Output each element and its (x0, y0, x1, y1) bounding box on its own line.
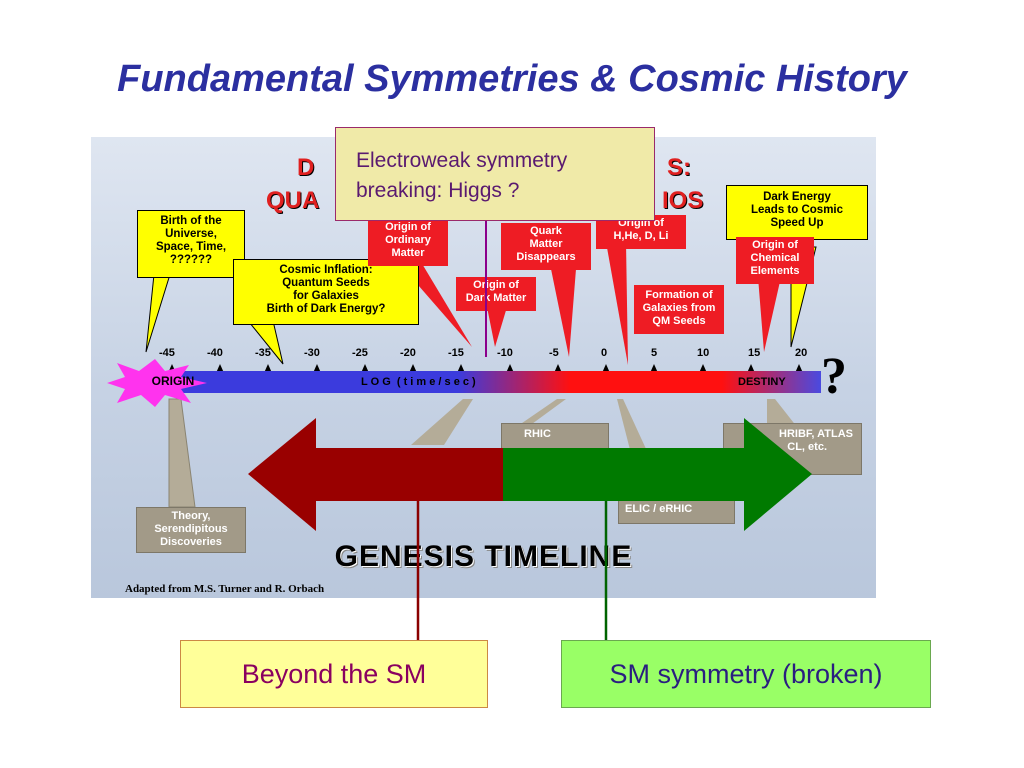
callout-formation-of-galaxies: Formation of Galaxies from QM Seeds (634, 285, 724, 334)
callout-origin-chemical-elements: Origin of Chemical Elements (736, 237, 814, 284)
tick-marker (313, 364, 321, 373)
callout-line: Electroweak symmetry (356, 149, 568, 172)
heading-fragment: IOS (662, 187, 704, 214)
callout-line: Birth of the (160, 215, 222, 227)
tick-marker (650, 364, 658, 373)
callout-line: Quantum Seeds (282, 277, 370, 289)
right-arrow-sm-symmetry (503, 418, 812, 531)
tick-marker (506, 364, 514, 373)
tick-marker (264, 364, 272, 373)
tick-marker (361, 364, 369, 373)
tick-marker (409, 364, 417, 373)
callout-line: Galaxies from (642, 302, 716, 314)
tick-marker (699, 364, 707, 373)
tick-label: -5 (549, 347, 559, 359)
callout-line: Formation of (645, 289, 713, 301)
callout-line: Origin of (385, 221, 431, 233)
beyond-sm-box: Beyond the SM (180, 640, 488, 708)
light-elements-pointer (606, 242, 628, 365)
callout-line: ?????? (169, 254, 213, 266)
callout-line: RHIC (524, 428, 551, 440)
callout-line: Cosmic Inflation: (279, 264, 373, 276)
tick-label: -35 (255, 347, 271, 359)
callout-line: Ordinary (385, 234, 431, 246)
callout-line: Speed Up (770, 217, 824, 229)
callout-line: Origin of (473, 279, 519, 291)
genesis-timeline-label: GENESIS TIMELINE (334, 540, 633, 573)
callout-line: breaking: Higgs ? (356, 179, 520, 202)
tick-label: -30 (304, 347, 320, 359)
slide-title: Fundamental Symmetries & Cosmic History (117, 58, 907, 100)
left-arrow-beyond-sm (248, 418, 503, 531)
tick-marker (795, 364, 803, 373)
tick-label: 20 (795, 347, 808, 359)
callout-line: Quark (530, 225, 562, 237)
tick-label: -25 (352, 347, 368, 359)
callout-electroweak-higgs: Electroweak symmetry breaking: Higgs ? (335, 127, 655, 221)
callout-line: H,He, D, Li (613, 230, 669, 242)
callout-theory: Theory, Serendipitous Discoveries (136, 507, 246, 553)
tick-marker (747, 364, 755, 373)
callout-dark-energy: Dark Energy Leads to Cosmic Speed Up (726, 185, 868, 240)
callout-cosmic-inflation: Cosmic Inflation: Quantum Seeds for Gala… (233, 259, 419, 325)
tick-label: 5 (651, 347, 658, 359)
tick-label: 15 (748, 347, 761, 359)
callout-line: CL, etc. (787, 441, 827, 453)
callout-line: Chemical (750, 252, 800, 264)
hribf-pointer (767, 399, 797, 427)
callout-line: Matter (529, 238, 563, 250)
callout-line: Leads to Cosmic (750, 204, 844, 216)
callout-line: Dark Matter (465, 292, 527, 304)
callout-line: Origin of (752, 239, 798, 251)
dark-matter-pointer (487, 307, 507, 347)
destiny-label: DESTINY (738, 376, 786, 388)
callout-line: for Galaxies (293, 290, 359, 302)
sm-symmetry-box: SM symmetry (broken) (561, 640, 931, 708)
gray-pointer (411, 399, 473, 445)
heading-fragment: QUA (266, 187, 320, 214)
callout-line: Birth of Dark Energy? (266, 303, 386, 315)
callout-line: Theory, (171, 510, 211, 522)
axis-label: L O G ( t i m e / s e c ) (361, 376, 476, 388)
heading-fragment: S: (667, 154, 691, 181)
callout-line: HRIBF, ATLAS (779, 428, 853, 440)
callout-origin-dark-matter: Origin of Dark Matter (456, 277, 536, 311)
tick-marker (457, 364, 465, 373)
callout-line: Elements (750, 265, 800, 277)
quark-matter-pointer (551, 269, 576, 357)
tick-label: -20 (400, 347, 416, 359)
tick-label: -45 (159, 347, 175, 359)
tick-label: -15 (448, 347, 464, 359)
tick-marker (554, 364, 562, 373)
tick-label: -10 (497, 347, 513, 359)
chemical-elements-pointer (758, 277, 781, 352)
tick-label: -40 (207, 347, 223, 359)
callout-line: Space, Time, (155, 241, 227, 253)
callout-birth-of-universe: Birth of the Universe, Space, Time, ????… (137, 210, 245, 278)
heading-fragment: D (297, 154, 315, 181)
callout-line: Dark Energy (763, 191, 831, 203)
callout-quark-matter: Quark Matter Disappears (501, 223, 591, 270)
callout-origin-ordinary-matter: Origin of Ordinary Matter (368, 219, 448, 266)
callout-line: QM Seeds (652, 315, 706, 327)
callout-line: Discoveries (160, 536, 222, 548)
tick-marker (602, 364, 610, 373)
callout-line: Serendipitous (154, 523, 228, 535)
origin-starburst (107, 359, 207, 407)
callout-line: ELIC / eRHIC (625, 503, 693, 515)
credit-line: Adapted from M.S. Turner and R. Orbach (125, 583, 325, 595)
callout-line: Matter (391, 247, 425, 259)
tick-marker (216, 364, 224, 373)
timeline-bar (161, 371, 821, 393)
origin-label: ORIGIN (151, 374, 195, 388)
tick-label: 10 (697, 347, 710, 359)
tick-label: 0 (601, 347, 608, 359)
question-mark: ? (821, 348, 847, 405)
callout-line: Universe, (165, 228, 217, 240)
callout-line: Disappears (516, 251, 576, 263)
